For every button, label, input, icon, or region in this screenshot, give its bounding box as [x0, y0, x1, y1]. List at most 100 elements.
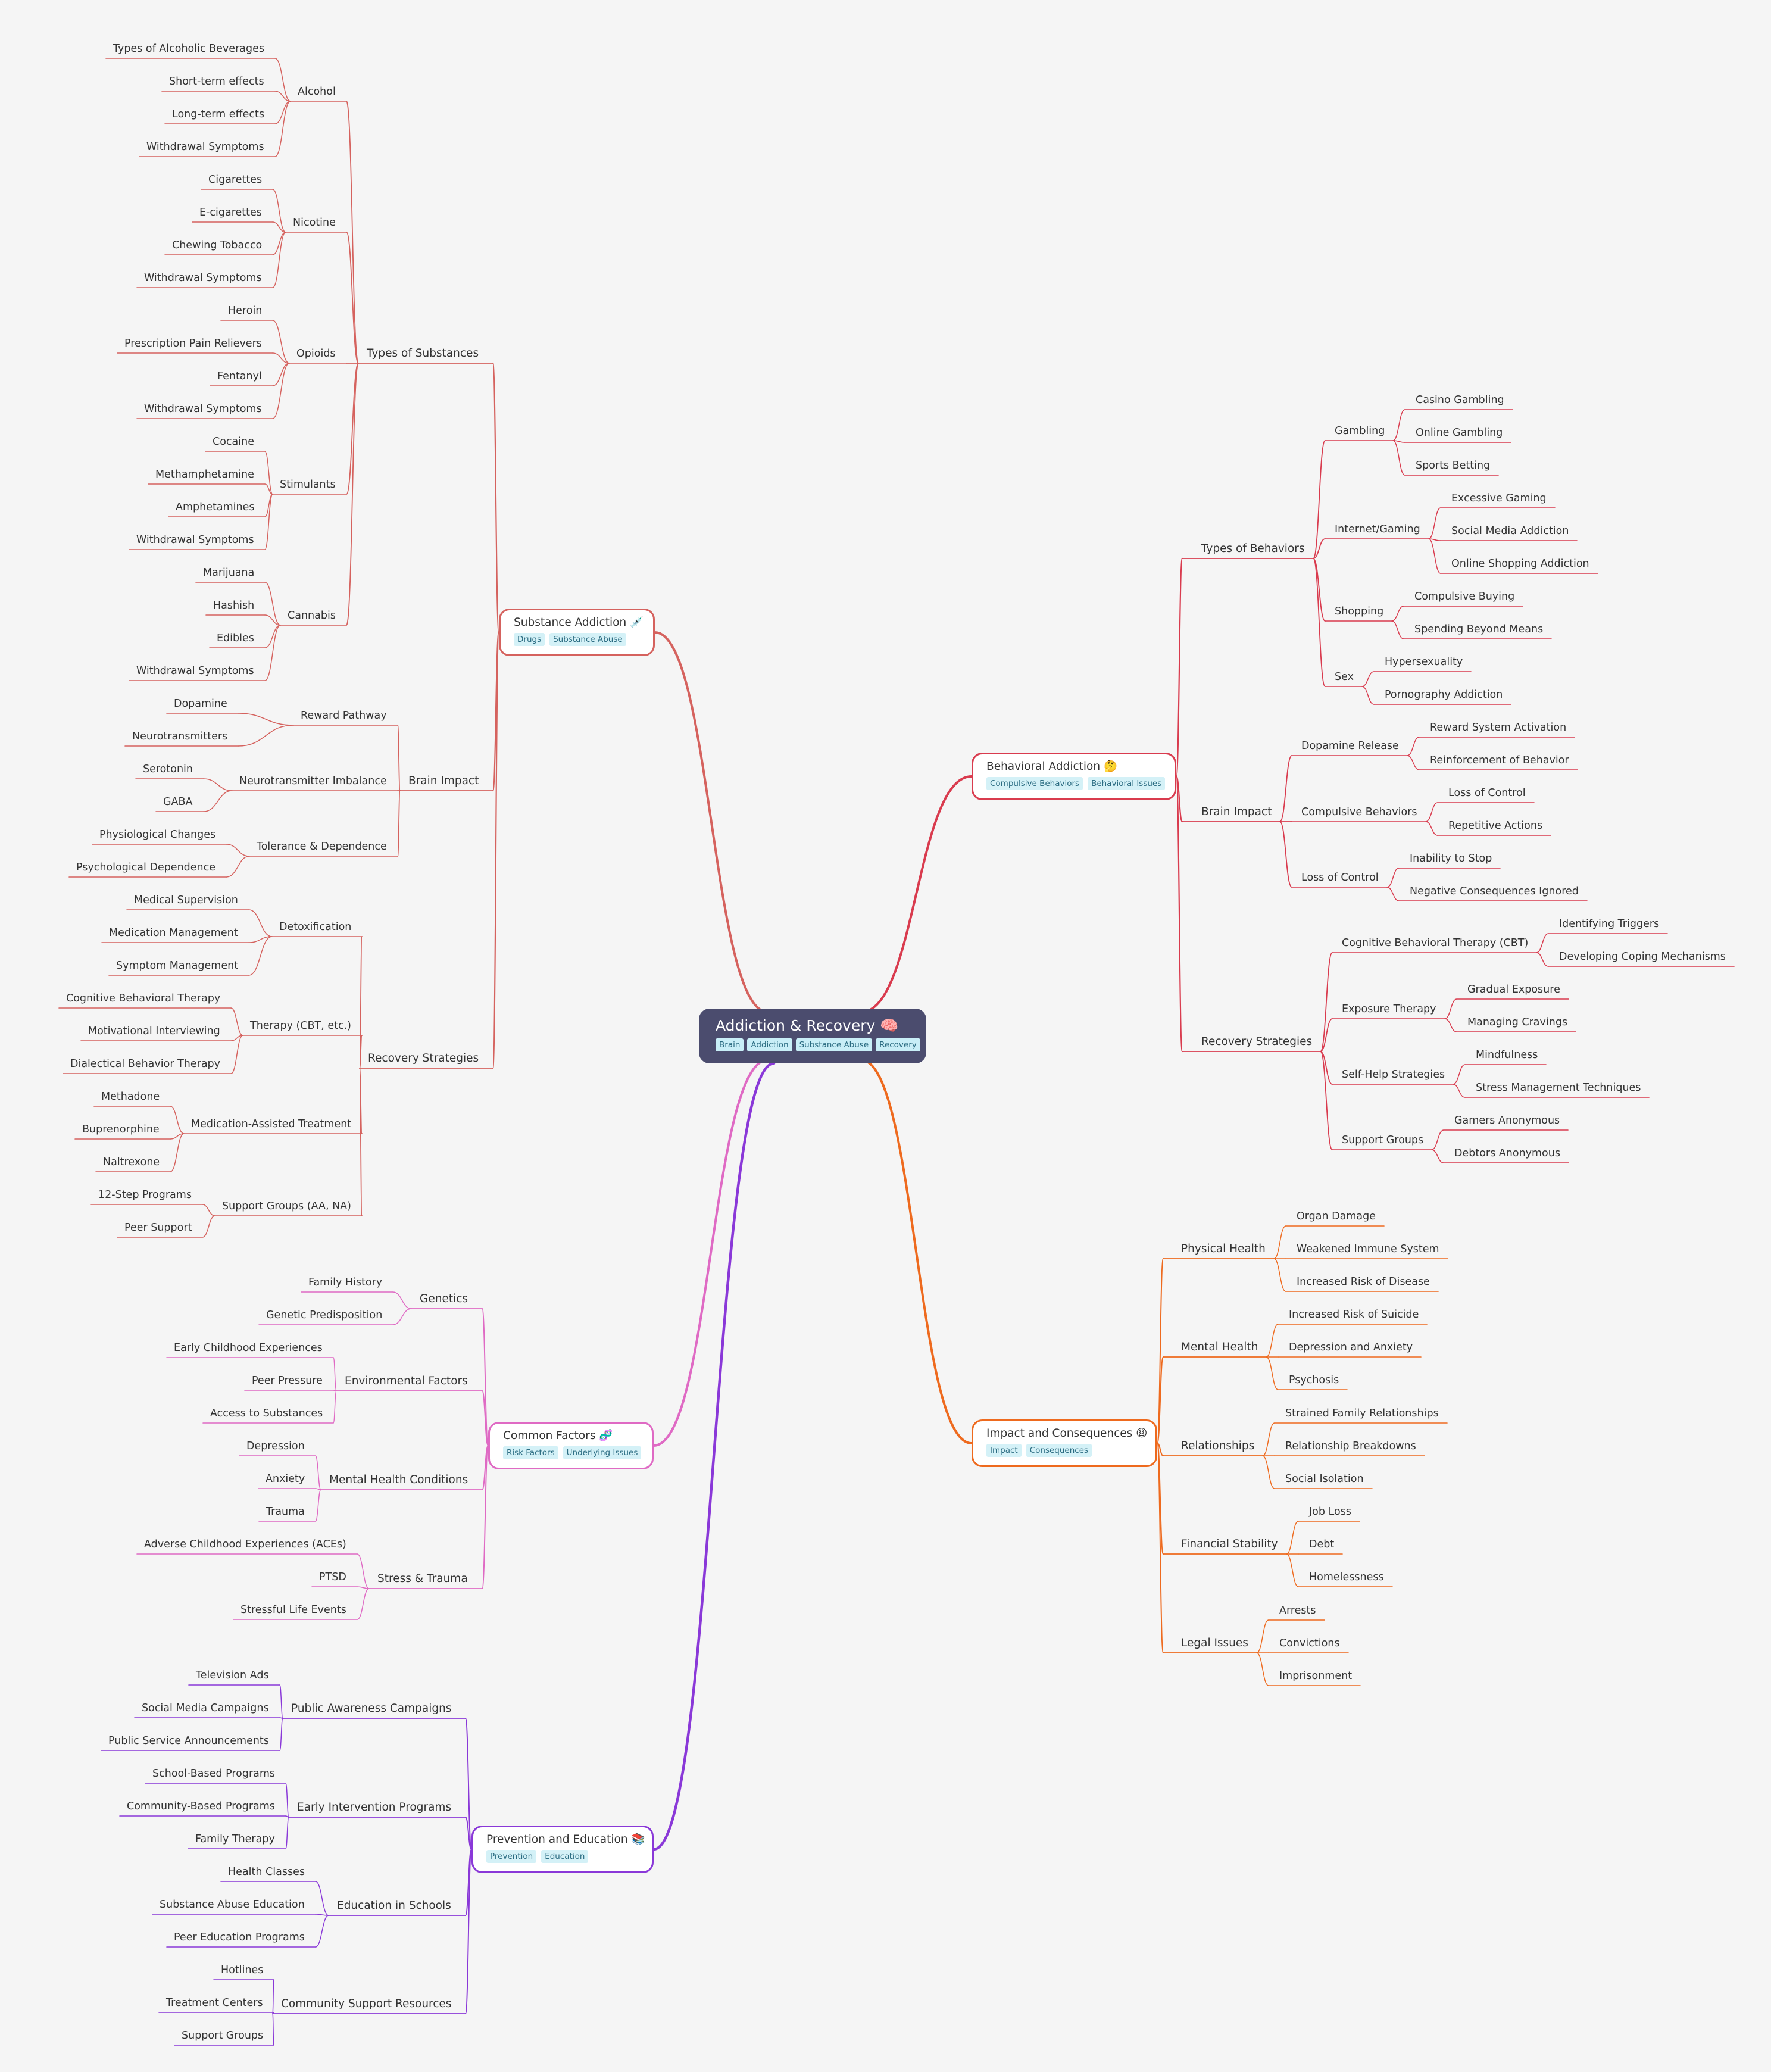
node-access-to-substances[interactable]: Access to Substances [210, 1408, 323, 1419]
node-compulsive-behaviors[interactable]: Compulsive Behaviors [1301, 806, 1417, 818]
node-reinforcement-of-behavior[interactable]: Reinforcement of Behavior [1430, 754, 1569, 766]
node-spending-beyond-means[interactable]: Spending Beyond Means [1414, 623, 1544, 635]
node-relationships[interactable]: Relationships [1181, 1440, 1255, 1452]
node-fentanyl[interactable]: Fentanyl [217, 370, 262, 382]
node-withdrawal-symptoms[interactable]: Withdrawal Symptoms [136, 534, 254, 546]
node-prescription-pain-relievers[interactable]: Prescription Pain Relievers [124, 338, 262, 350]
node-early-childhood-experiences[interactable]: Early Childhood Experiences [174, 1342, 323, 1354]
node-environmental-factors[interactable]: Environmental Factors [345, 1375, 468, 1387]
node-social-media-addiction[interactable]: Social Media Addiction [1451, 525, 1569, 537]
node-motivational-interviewing[interactable]: Motivational Interviewing [88, 1025, 220, 1037]
node-withdrawal-symptoms[interactable]: Withdrawal Symptoms [144, 272, 262, 284]
node-long-term-effects[interactable]: Long-term effects [172, 108, 264, 120]
node-withdrawal-symptoms[interactable]: Withdrawal Symptoms [144, 403, 262, 415]
node-recovery-strategies[interactable]: Recovery Strategies [368, 1052, 479, 1065]
node-legal-issues[interactable]: Legal Issues [1181, 1637, 1248, 1649]
node-arrests[interactable]: Arrests [1279, 1605, 1316, 1617]
node-imprisonment[interactable]: Imprisonment [1279, 1670, 1353, 1682]
node-organ-damage[interactable]: Organ Damage [1297, 1210, 1376, 1222]
node-increased-risk-of-suicide[interactable]: Increased Risk of Suicide [1289, 1309, 1419, 1321]
node-physical-health[interactable]: Physical Health [1181, 1243, 1266, 1255]
node-homelessness[interactable]: Homelessness [1309, 1571, 1384, 1583]
node-loss-of-control[interactable]: Loss of Control [1301, 872, 1379, 884]
branch-behavioral-addiction[interactable]: Behavioral Addiction 🤔 Compulsive Behavi… [972, 753, 1176, 800]
node-genetic-predisposition[interactable]: Genetic Predisposition [266, 1309, 383, 1321]
node-strained-family-relationships[interactable]: Strained Family Relationships [1285, 1408, 1439, 1419]
node-withdrawal-symptoms[interactable]: Withdrawal Symptoms [146, 141, 264, 153]
node-ptsd[interactable]: PTSD [319, 1571, 346, 1583]
node-inability-to-stop[interactable]: Inability to Stop [1410, 853, 1492, 865]
node-brain-impact[interactable]: Brain Impact [408, 775, 479, 787]
node-community-based-programs[interactable]: Community-Based Programs [127, 1800, 275, 1812]
node-public-service-announcements[interactable]: Public Service Announcements [108, 1735, 269, 1747]
node-developing-coping-mechanisms[interactable]: Developing Coping Mechanisms [1559, 951, 1726, 963]
node-community-support-resources[interactable]: Community Support Resources [281, 1998, 452, 2010]
node-types-of-behaviors[interactable]: Types of Behaviors [1201, 542, 1305, 555]
node-exposure-therapy[interactable]: Exposure Therapy [1342, 1003, 1436, 1015]
node-cognitive-behavioral-therapy-cbt[interactable]: Cognitive Behavioral Therapy (CBT) [1342, 937, 1529, 949]
node-stressful-life-events[interactable]: Stressful Life Events [240, 1604, 346, 1616]
node-stress-management-techniques[interactable]: Stress Management Techniques [1476, 1082, 1641, 1094]
node-mental-health[interactable]: Mental Health [1181, 1341, 1258, 1353]
node-medication-assisted-treatment[interactable]: Medication-Assisted Treatment [191, 1118, 352, 1130]
node-family-history[interactable]: Family History [308, 1277, 383, 1288]
node-peer-pressure[interactable]: Peer Pressure [252, 1375, 323, 1387]
node-buprenorphine[interactable]: Buprenorphine [82, 1124, 160, 1135]
node-opioids[interactable]: Opioids [296, 348, 336, 360]
node-loss-of-control[interactable]: Loss of Control [1448, 787, 1526, 799]
node-withdrawal-symptoms[interactable]: Withdrawal Symptoms [136, 665, 254, 677]
node-medication-management[interactable]: Medication Management [109, 927, 238, 939]
node-cognitive-behavioral-therapy[interactable]: Cognitive Behavioral Therapy [66, 993, 221, 1004]
node-television-ads[interactable]: Television Ads [196, 1670, 269, 1681]
node-financial-stability[interactable]: Financial Stability [1181, 1538, 1278, 1550]
node-tolerance-dependence[interactable]: Tolerance & Dependence [257, 841, 387, 853]
node-online-gambling[interactable]: Online Gambling [1416, 427, 1503, 439]
node-public-awareness-campaigns[interactable]: Public Awareness Campaigns [291, 1702, 452, 1715]
node-anxiety[interactable]: Anxiety [266, 1473, 305, 1485]
node-psychosis[interactable]: Psychosis [1289, 1374, 1339, 1386]
node-compulsive-buying[interactable]: Compulsive Buying [1414, 591, 1515, 603]
node-hotlines[interactable]: Hotlines [221, 1964, 264, 1976]
node-serotonin[interactable]: Serotonin [143, 763, 193, 775]
node-therapy-cbt-etc[interactable]: Therapy (CBT, etc.) [250, 1020, 352, 1032]
node-neurotransmitters[interactable]: Neurotransmitters [132, 731, 228, 742]
node-self-help-strategies[interactable]: Self-Help Strategies [1342, 1069, 1445, 1081]
node-depression-and-anxiety[interactable]: Depression and Anxiety [1289, 1341, 1413, 1353]
node-reward-pathway[interactable]: Reward Pathway [301, 710, 387, 722]
node-identifying-triggers[interactable]: Identifying Triggers [1559, 918, 1660, 930]
node-internet-gaming[interactable]: Internet/Gaming [1335, 523, 1420, 535]
node-symptom-management[interactable]: Symptom Management [116, 960, 239, 972]
node-job-loss[interactable]: Job Loss [1309, 1506, 1351, 1518]
node-gaba[interactable]: GABA [163, 796, 193, 808]
node-mental-health-conditions[interactable]: Mental Health Conditions [329, 1474, 468, 1486]
node-early-intervention-programs[interactable]: Early Intervention Programs [297, 1801, 452, 1814]
node-gamers-anonymous[interactable]: Gamers Anonymous [1454, 1115, 1560, 1127]
node-sex[interactable]: Sex [1335, 671, 1354, 683]
node-hashish[interactable]: Hashish [213, 600, 255, 611]
node-sports-betting[interactable]: Sports Betting [1416, 460, 1491, 472]
node-school-based-programs[interactable]: School-Based Programs [152, 1768, 276, 1780]
node-dialectical-behavior-therapy[interactable]: Dialectical Behavior Therapy [70, 1058, 221, 1070]
node-family-therapy[interactable]: Family Therapy [195, 1833, 275, 1845]
node-peer-education-programs[interactable]: Peer Education Programs [174, 1931, 305, 1943]
node-methamphetamine[interactable]: Methamphetamine [155, 469, 254, 480]
node-brain-impact[interactable]: Brain Impact [1201, 806, 1272, 818]
node-substance-abuse-education[interactable]: Substance Abuse Education [160, 1899, 305, 1911]
node-managing-cravings[interactable]: Managing Cravings [1467, 1016, 1568, 1028]
node-psychological-dependence[interactable]: Psychological Dependence [76, 862, 216, 873]
node-edibles[interactable]: Edibles [217, 632, 254, 644]
node-short-term-effects[interactable]: Short-term effects [169, 76, 264, 88]
node-recovery-strategies[interactable]: Recovery Strategies [1201, 1035, 1313, 1048]
node-medical-supervision[interactable]: Medical Supervision [134, 894, 238, 906]
node-reward-system-activation[interactable]: Reward System Activation [1430, 722, 1567, 734]
node-mindfulness[interactable]: Mindfulness [1476, 1049, 1538, 1061]
node-social-media-campaigns[interactable]: Social Media Campaigns [142, 1702, 269, 1714]
node-heroin[interactable]: Heroin [228, 305, 263, 317]
node-online-shopping-addiction[interactable]: Online Shopping Addiction [1451, 558, 1589, 570]
node-12-step-programs[interactable]: 12-Step Programs [98, 1189, 192, 1201]
